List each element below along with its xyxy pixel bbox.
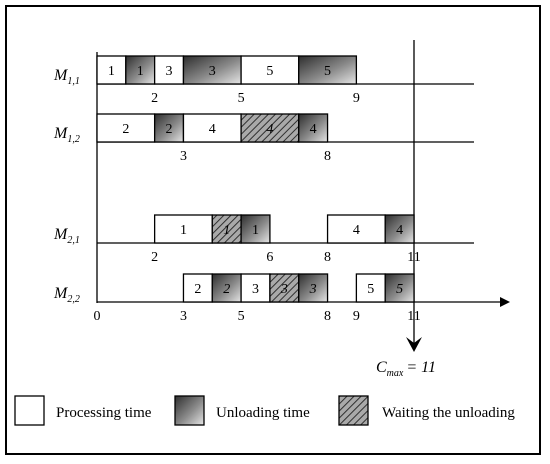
bar-job-label: 5: [266, 64, 273, 79]
machine-label: M2,2: [53, 285, 80, 305]
gantt-bar-processing: [326, 214, 386, 244]
legend-label-unloading: Unloading time: [216, 405, 310, 421]
bar-job-label: 4: [209, 122, 216, 137]
time-tick-label: 11: [407, 250, 420, 265]
machine-label: M2,1: [53, 226, 80, 246]
bar-job-label: 4: [396, 223, 403, 238]
gantt-bar-waiting: [240, 113, 300, 143]
bar-job-label: 5: [324, 64, 331, 79]
bar-job-label: 5: [396, 282, 403, 297]
gantt-bar-waiting: [269, 273, 300, 303]
gantt-bar-unloading: [125, 55, 156, 85]
time-tick-label: 8: [324, 149, 331, 164]
gantt-bar-unloading: [298, 113, 329, 143]
bar-job-label: 4: [353, 223, 360, 238]
bar-job-label: 2: [166, 122, 173, 137]
gantt-bar-waiting: [211, 214, 242, 244]
bar-job-label: 2: [122, 122, 129, 137]
time-tick-label: 2: [151, 250, 158, 265]
time-axis-arrow-icon: [500, 297, 510, 307]
bar-job-label: 4: [266, 122, 273, 137]
gantt-bar-unloading: [384, 273, 415, 303]
time-tick-label: 3: [180, 149, 187, 164]
time-tick-label: 5: [238, 91, 245, 106]
machine-label: M1,1: [53, 67, 80, 87]
gantt-bar-processing: [96, 55, 127, 85]
bar-job-label: 3: [252, 282, 259, 297]
time-tick-label: 2: [151, 91, 158, 106]
bar-job-label: 1: [180, 223, 187, 238]
time-tick-label: 9: [353, 91, 360, 106]
bar-job-label: 5: [367, 282, 374, 297]
gantt-bar-unloading: [298, 273, 329, 303]
bar-job-label: 1: [252, 223, 259, 238]
gantt-bar-processing: [182, 113, 242, 143]
gantt-bar-processing: [96, 113, 156, 143]
bar-job-label: 3: [209, 64, 216, 79]
time-tick-label: 8: [324, 309, 331, 324]
time-tick-label: 3: [180, 309, 187, 324]
time-tick-label: 11: [407, 309, 420, 324]
bar-job-label: 3: [166, 64, 173, 79]
bar-job-label: 1: [223, 223, 230, 238]
time-tick-label: 5: [238, 309, 245, 324]
gantt-bar-unloading: [153, 113, 185, 143]
time-tick-label: 9: [353, 309, 360, 324]
time-tick-label: 8: [324, 250, 331, 265]
bar-job-label: 2: [194, 282, 201, 297]
figure-frame: [5, 5, 541, 455]
gantt-bar-processing: [153, 214, 213, 244]
gantt-bar-unloading: [298, 55, 358, 85]
bar-job-label: 3: [309, 282, 317, 297]
gantt-bar-unloading: [240, 214, 271, 244]
bar-job-label: 1: [137, 64, 144, 79]
cmax-label: Cmax= 11: [376, 359, 436, 379]
gantt-bar-processing: [182, 273, 213, 303]
legend: Processing time Unloading time Waiting t…: [14, 395, 515, 426]
legend-swatch-processing: [14, 395, 45, 426]
time-tick-label: 6: [266, 250, 273, 265]
gantt-bar-unloading: [384, 214, 415, 244]
legend-swatch-waiting: [338, 395, 369, 426]
legend-swatch-unloading: [174, 395, 205, 426]
cmax-arrow-icon: [406, 337, 422, 352]
legend-label-waiting: Waiting the unloading: [382, 405, 515, 421]
bar-job-label: 4: [310, 122, 317, 137]
gantt-bar-unloading: [211, 273, 242, 303]
legend-label-processing: Processing time: [56, 405, 152, 421]
bar-job-label: 1: [108, 64, 115, 79]
time-tick-label: 0: [94, 309, 101, 324]
machine-label: M1,2: [53, 125, 80, 145]
bar-job-label: 3: [280, 282, 288, 297]
bar-job-label: 2: [223, 282, 230, 297]
